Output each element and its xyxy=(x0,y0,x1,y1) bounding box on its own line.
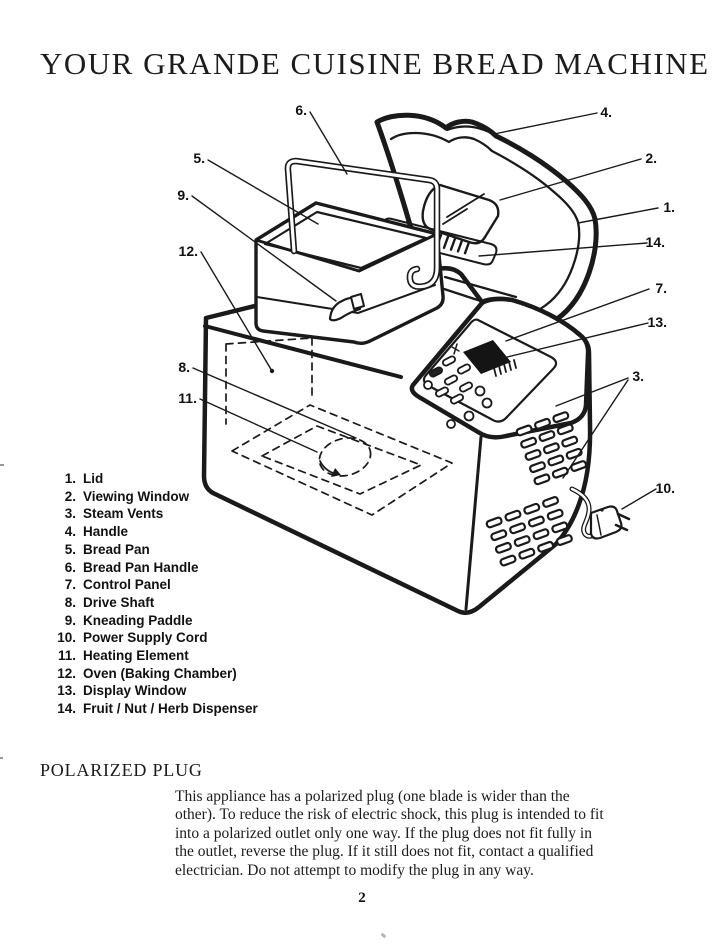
paragraph-line: the outlet, reverse the plug. If it stil… xyxy=(175,843,594,861)
callout-2: 2. xyxy=(645,150,657,166)
parts-list-item: 6.Bread Pan Handle xyxy=(64,559,199,575)
callout-8: 8. xyxy=(178,359,190,375)
top-face-ridge xyxy=(203,324,403,379)
scan-artifact xyxy=(0,757,3,759)
parts-list-item: 3.Steam Vents xyxy=(64,506,164,522)
drive-shaft-circle xyxy=(318,437,372,477)
callout-4: 4. xyxy=(600,104,612,120)
callout-11: 11. xyxy=(178,390,197,406)
parts-list-item: 2.Viewing Window xyxy=(64,488,190,504)
leader-14 xyxy=(478,242,648,257)
callout-1: 1. xyxy=(663,199,675,215)
oven-opening-outline xyxy=(231,404,453,516)
leader-8 xyxy=(192,367,357,439)
drive-shaft-arrow xyxy=(319,460,341,477)
callout-9: 9. xyxy=(177,187,189,203)
scan-artifact xyxy=(0,464,4,466)
lid-handle xyxy=(445,125,497,137)
callout-3: 3. xyxy=(632,368,644,384)
leader-13 xyxy=(502,322,649,359)
front-corner-edge xyxy=(464,435,483,611)
parts-list: 1.Lid 2.Viewing Window 3.Steam Vents 4.H… xyxy=(36,470,316,718)
heating-element-outline xyxy=(261,425,422,495)
paragraph-line: into a polarized outlet only one way. If… xyxy=(175,824,592,842)
leader-1 xyxy=(577,207,659,224)
polarized-plug-paragraph: This appliance has a polarized plug (one… xyxy=(175,788,675,880)
kneading-paddle-sketch xyxy=(328,293,365,322)
leader-3 xyxy=(555,377,629,479)
leader-4 xyxy=(493,112,598,135)
parts-list-item: 8.Drive Shaft xyxy=(64,594,155,610)
callout-numbers: 6. 4. 5. 2. 9. 1. 14. 12. 7. 13. 8. 3. 1… xyxy=(177,102,675,496)
parts-list-item: 14.Fruit / Nut / Herb Dispenser xyxy=(57,701,258,717)
callout-10: 10. xyxy=(656,480,675,496)
parts-list-item: 13.Display Window xyxy=(57,683,187,699)
parts-list-item: 12.Oven (Baking Chamber) xyxy=(57,665,237,681)
bread-pan-handle-wire xyxy=(284,157,441,290)
leader-12 xyxy=(200,251,273,372)
parts-list-item: 10.Power Supply Cord xyxy=(57,630,208,646)
paragraph-line: This appliance has a polarized plug (one… xyxy=(175,788,570,805)
parts-list-item: 4.Handle xyxy=(64,524,129,540)
page-number: 2 xyxy=(358,890,366,906)
leader-11 xyxy=(199,398,318,453)
parts-list-item: 7.Control Panel xyxy=(64,577,171,593)
control-panel xyxy=(409,296,591,440)
leader-lines xyxy=(191,111,659,510)
callout-13: 13. xyxy=(648,314,667,330)
callout-12: 12. xyxy=(179,243,198,259)
display-tick-marks xyxy=(493,359,517,377)
bread-pan xyxy=(254,201,445,345)
power-cord xyxy=(569,486,600,539)
leader-10 xyxy=(621,488,657,510)
pan-seam-line xyxy=(256,284,436,314)
paragraph-line: other). To reduce the risk of electric s… xyxy=(175,806,604,824)
power-plug xyxy=(589,505,631,540)
leader-2 xyxy=(499,158,642,201)
callout-6: 6. xyxy=(295,102,307,118)
callout-14: 14. xyxy=(646,234,665,250)
polarized-plug-heading: POLARIZED PLUG xyxy=(40,760,203,780)
callout-5: 5. xyxy=(193,150,205,166)
leader-5 xyxy=(207,159,319,225)
oven-chamber-dashed xyxy=(225,337,453,516)
callout-7: 7. xyxy=(655,280,667,296)
parts-list-item: 5.Bread Pan xyxy=(64,541,150,557)
leader-6 xyxy=(309,111,348,175)
plug-prongs xyxy=(614,512,631,532)
page-title: YOUR GRANDE CUISINE BREAD MACHINE xyxy=(40,46,710,81)
leader-7 xyxy=(505,288,650,342)
parts-list-item: 9.Kneading Paddle xyxy=(64,612,193,628)
parts-list-item: 11.Heating Element xyxy=(57,648,189,664)
control-buttons xyxy=(423,355,493,429)
leader-9 xyxy=(191,195,337,302)
paragraph-line: electrician. Do not attempt to modify th… xyxy=(175,861,534,879)
parts-list-item: 1.Lid xyxy=(64,471,104,486)
